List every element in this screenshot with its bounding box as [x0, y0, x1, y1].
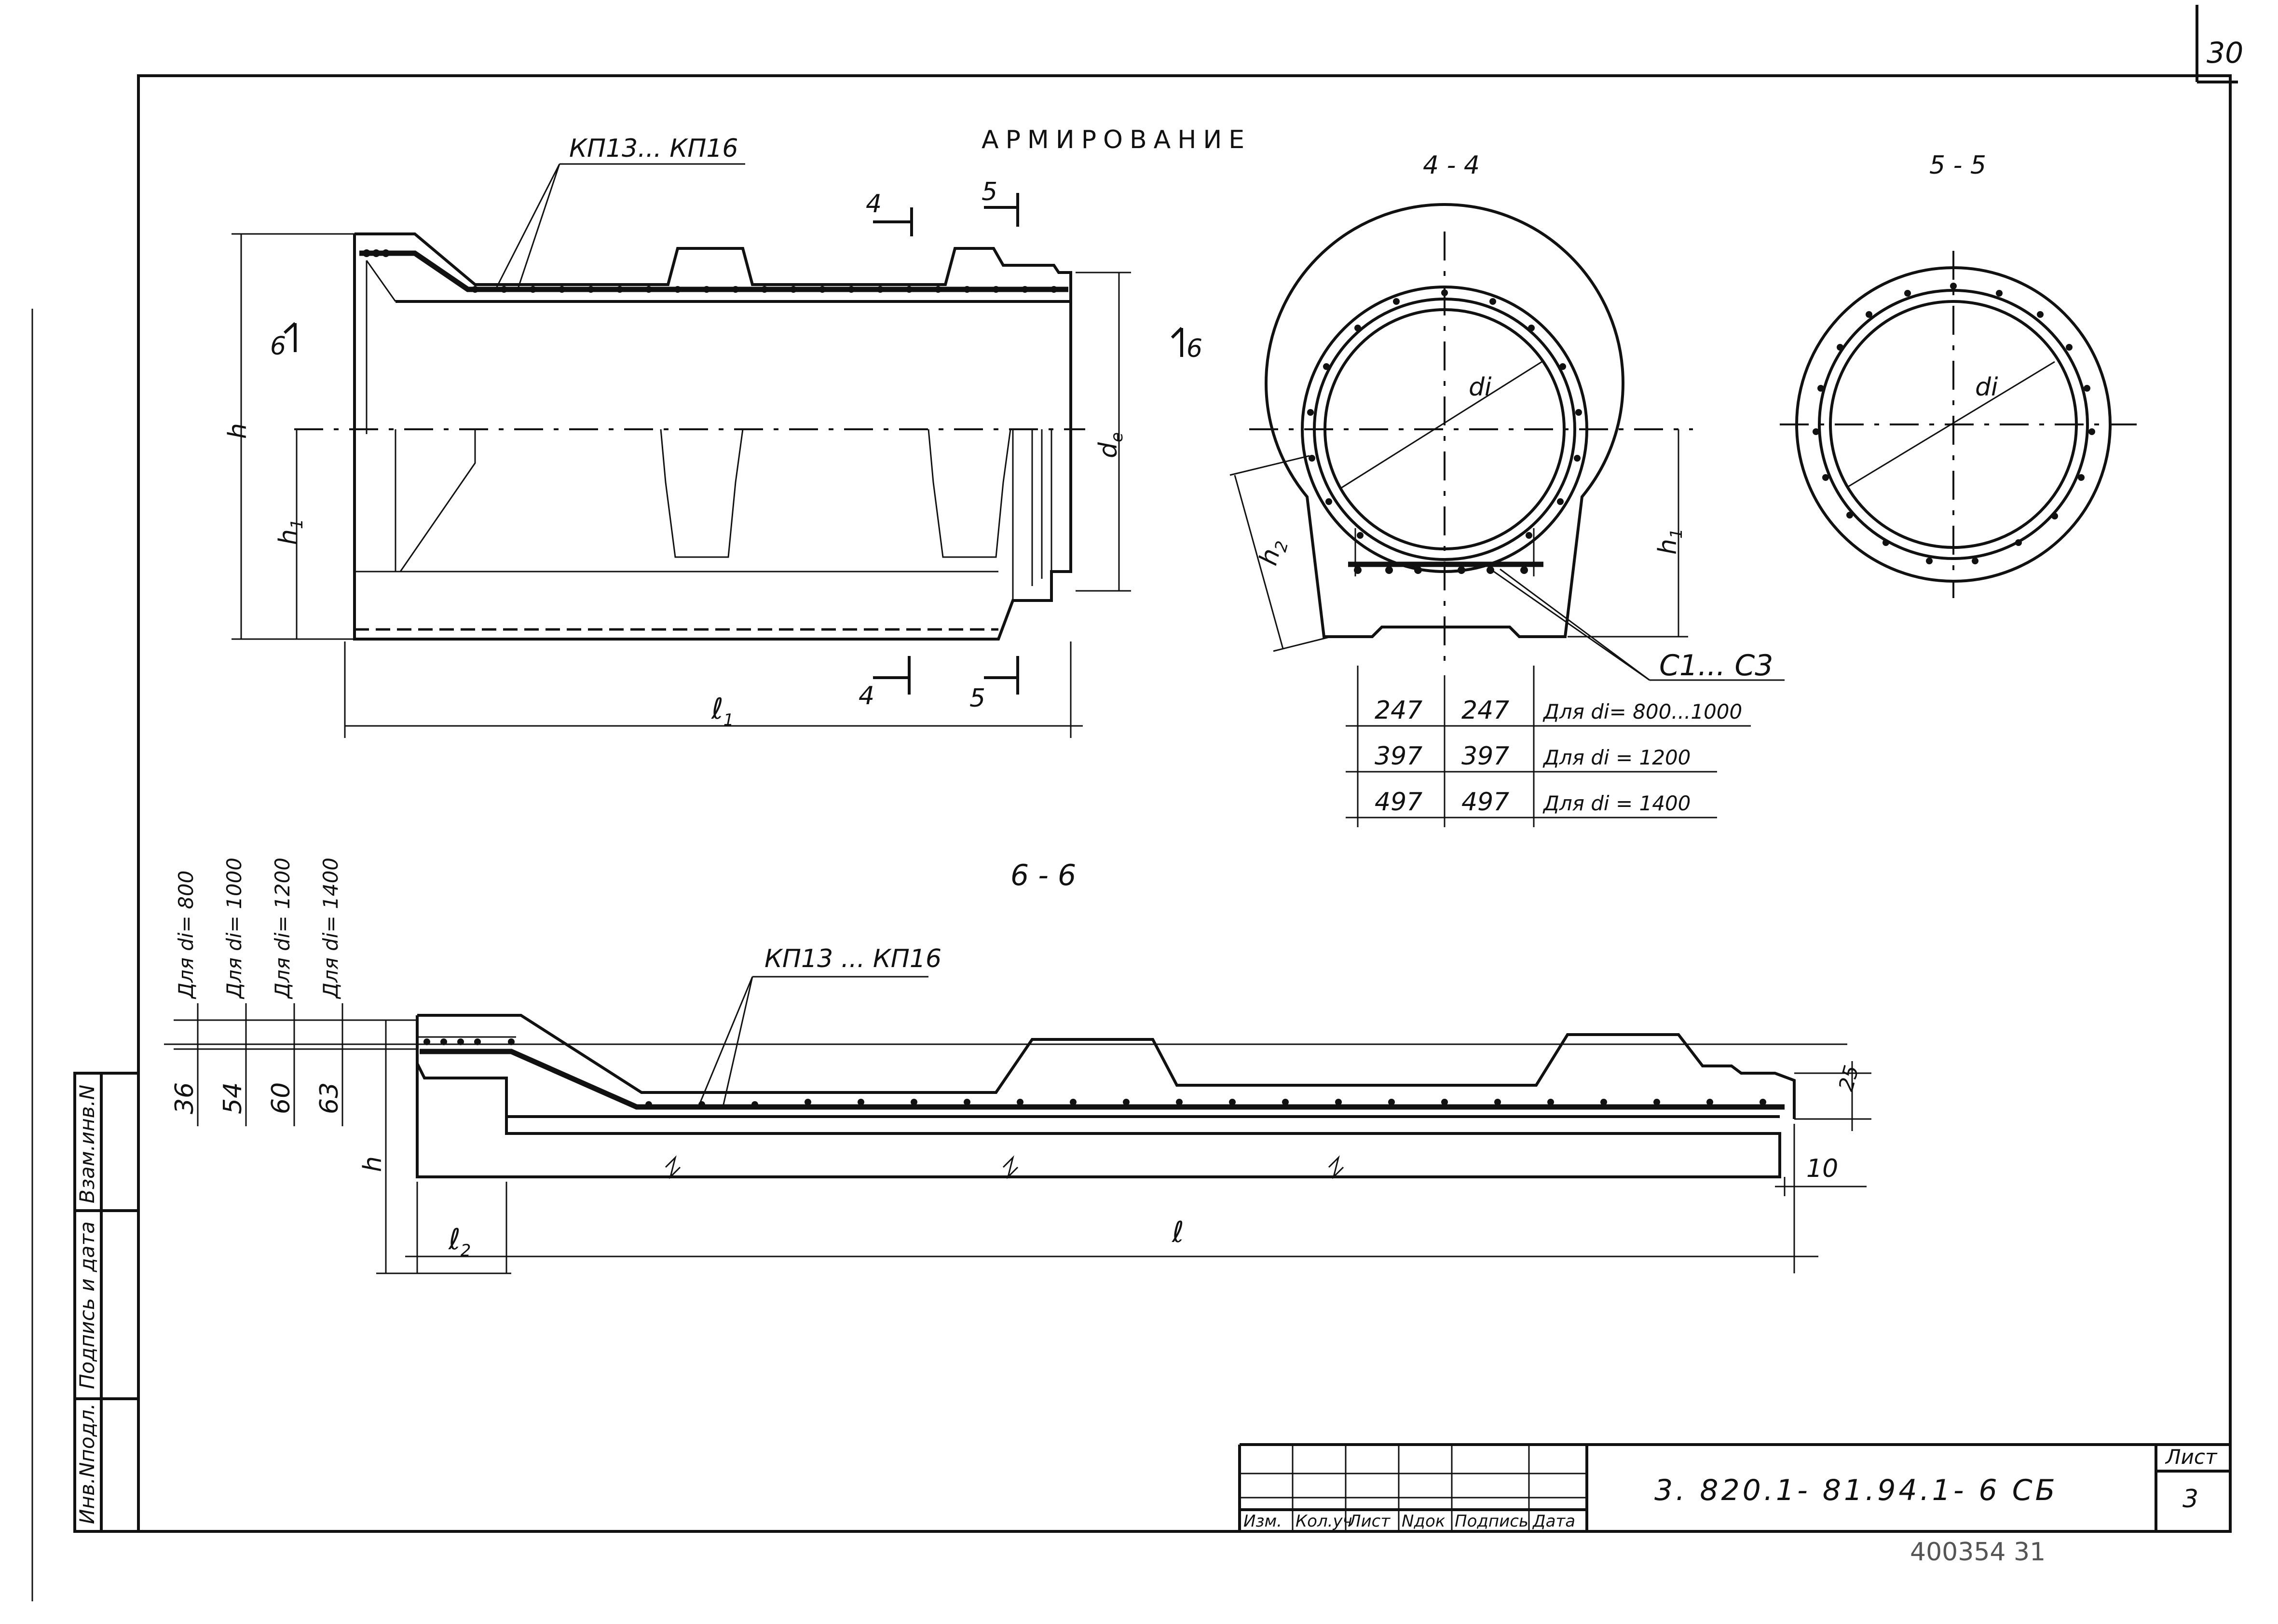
column-value-1000: 54: [218, 1082, 247, 1114]
section-6-6-dim-l2: ℓ2: [448, 1223, 471, 1260]
title-header-list: Лист: [1348, 1512, 1391, 1531]
section-6-6-dim-l: ℓ: [1172, 1215, 1184, 1249]
table-row1-note: Для di= 800...1000: [1542, 700, 1742, 723]
drawing-title: АРМИРОВАНИЕ: [982, 125, 1251, 154]
title-sheet-number: 3: [2183, 1485, 2198, 1514]
title-header-podpis: Подпись: [1455, 1512, 1528, 1531]
column-head-800: Для di= 800: [174, 871, 198, 999]
dim-h: h: [223, 423, 252, 439]
stamp-inv-podl: Инв.Nподл.: [75, 1403, 99, 1524]
table-row2-a: 397: [1375, 742, 1422, 771]
title-sheet-label: Лист: [2165, 1445, 2218, 1469]
stamp-podpis-data: Подпись и дата: [75, 1221, 99, 1389]
section-mark-5-top: 5: [982, 177, 997, 206]
section-4-4-title: 4 - 4: [1423, 151, 1480, 180]
section-6-6-title: 6 - 6: [1010, 859, 1076, 892]
section-6-6-columns: Для di= 800 Для di= 1000 Для di= 1200 Дл…: [170, 858, 344, 1114]
section-6-6-view: [164, 976, 1871, 1274]
column-value-1200: 60: [267, 1082, 296, 1114]
section-4-4-dim-h2: h2: [1254, 535, 1293, 569]
title-block: Изм. Кол.уч Лист Nдок Подпись Дата 3. 82…: [1238, 1443, 2230, 1531]
section-5-5-view: [1780, 251, 2137, 598]
table-row1-a: 247: [1375, 696, 1422, 725]
side-stamp: Инв.Nподл. Подпись и дата Взам.инв.N: [73, 1072, 140, 1533]
dim-h1: h1: [274, 519, 307, 545]
title-header-ndok: Nдок: [1402, 1512, 1446, 1531]
section-5-5-diameter-label: di: [1975, 373, 1998, 402]
column-head-1400: Для di= 1400: [319, 858, 342, 999]
section-4-4-bars-label: C1... C3: [1659, 649, 1773, 682]
dim-de: de: [1094, 432, 1127, 458]
column-head-1200: Для di= 1200: [271, 858, 294, 999]
section-mark-6-left: 6: [270, 332, 286, 361]
table-row3-a: 497: [1375, 788, 1422, 817]
sheet-corner-number: 30: [2207, 36, 2243, 70]
section-6-6-dim-10: 10: [1806, 1154, 1838, 1183]
stamp-vzam-inv: Взам.инв.N: [75, 1085, 99, 1203]
section-6-6-mesh-label: КП13 ... КП16: [764, 944, 941, 973]
section-4-4-diameter-label: di: [1469, 373, 1492, 402]
table-row3-b: 497: [1461, 788, 1509, 817]
table-row3-note: Для di = 1400: [1542, 792, 1691, 815]
section-mark-5-bottom: 5: [969, 684, 985, 713]
table-row2-b: 397: [1461, 742, 1509, 771]
section-4-4-table: 247 247 Для di= 800...1000 397 397 Для d…: [1375, 696, 1742, 817]
section-4-4-dim-h1: h1: [1653, 528, 1686, 555]
sheet-frame: [31, 5, 2238, 1601]
archive-stamp: 400354 31: [1910, 1538, 2046, 1567]
table-row1-b: 247: [1461, 696, 1509, 725]
pipe-elevation-view: [232, 163, 1183, 738]
title-designation: 3. 820.1- 81.94.1- 6 СБ: [1654, 1474, 2058, 1507]
section-4-4-view: [1229, 203, 1785, 827]
section-mark-4-bottom: 4: [859, 682, 874, 710]
column-head-1000: Для di= 1000: [222, 858, 246, 999]
section-mark-6-right: 6: [1187, 334, 1202, 363]
section-6-6-dim-h: h: [358, 1156, 387, 1172]
title-header-izm: Изм.: [1243, 1512, 1282, 1531]
title-header-kol-uch: Кол.уч: [1296, 1512, 1352, 1531]
dim-l1: ℓ1: [711, 692, 734, 730]
column-value-1400: 63: [315, 1082, 344, 1114]
section-5-5-title: 5 - 5: [1929, 151, 1986, 180]
title-header-data: Дата: [1532, 1512, 1575, 1531]
column-value-800: 36: [170, 1082, 199, 1114]
table-row2-note: Для di = 1200: [1542, 746, 1691, 769]
section-mark-4-top: 4: [866, 190, 882, 218]
section-6-6-dim-25: 25: [1834, 1063, 1863, 1093]
elevation-mesh-label: КП13... КП16: [569, 134, 738, 163]
